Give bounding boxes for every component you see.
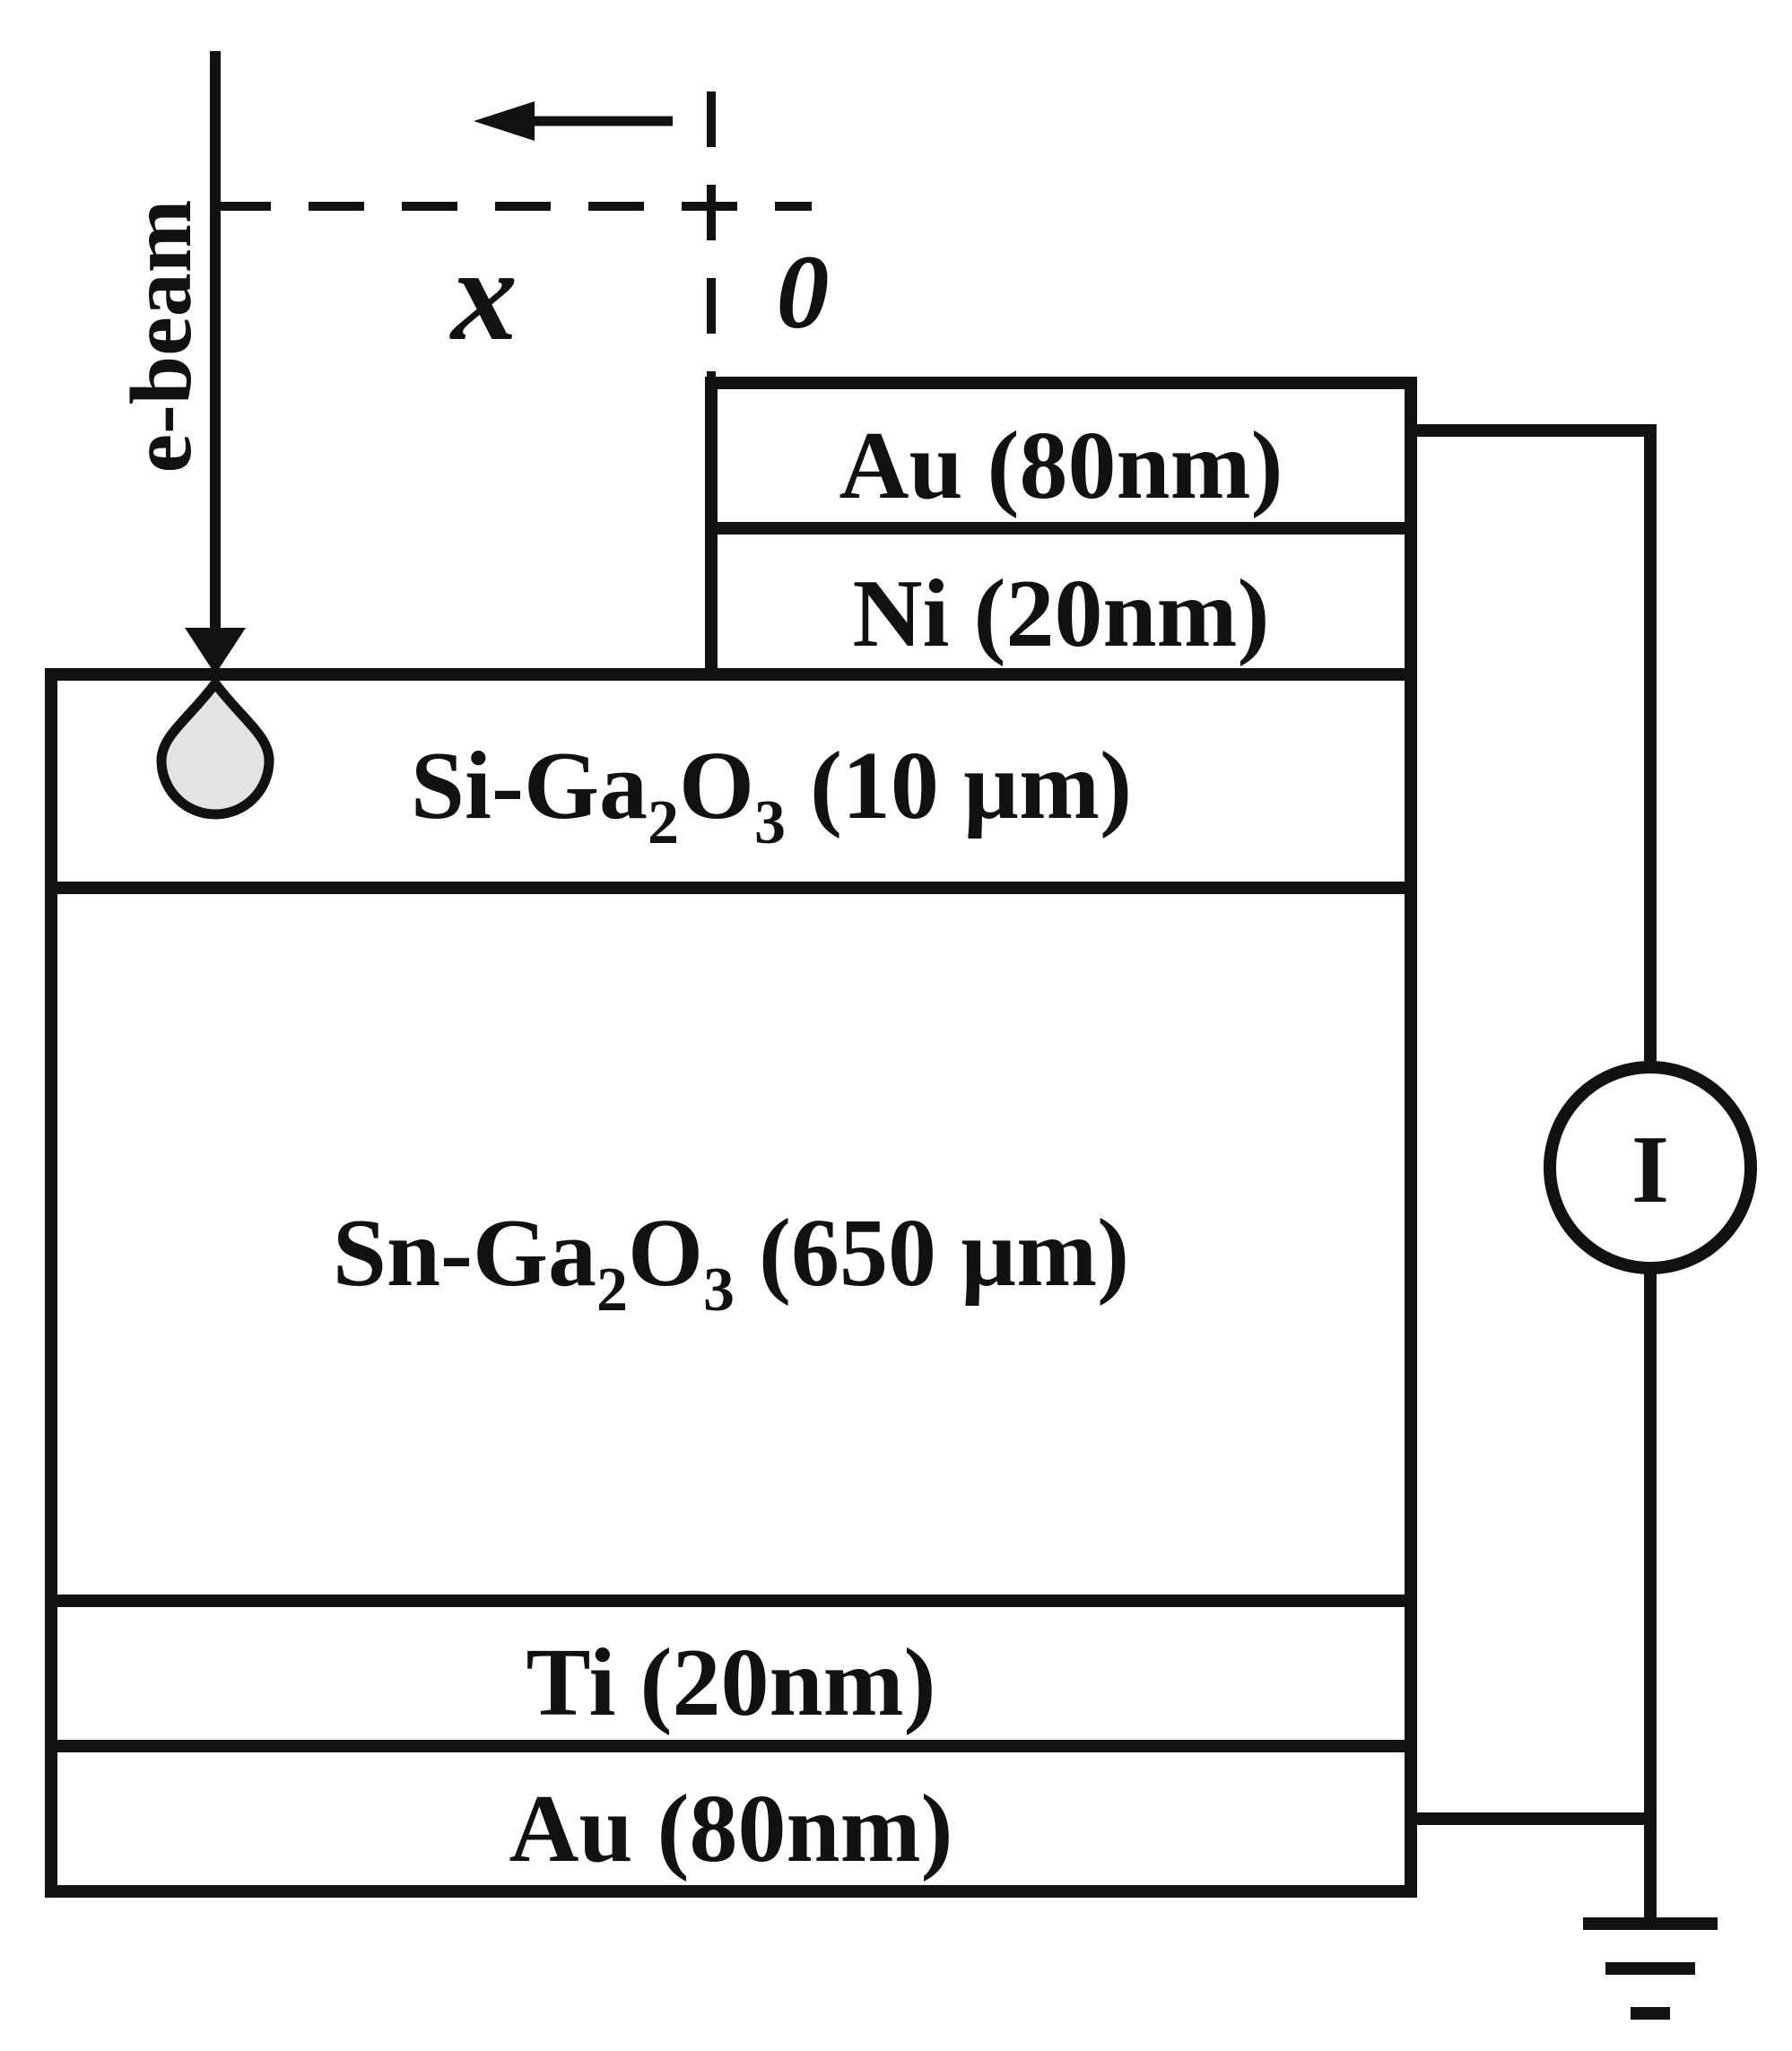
circuit-wire	[1411, 424, 1657, 1924]
bottom-au-label: Au (80nm)	[509, 1776, 953, 1882]
sn-ga2o3-sub-ga: 2	[596, 1256, 628, 1325]
si-ga2o3-sub-ga: 2	[648, 788, 679, 857]
e-beam-arrow	[185, 51, 246, 674]
si-ga2o3-sub-o: 3	[754, 788, 786, 857]
e-beam-label: e-beam	[113, 200, 210, 474]
si-ga2o3-label: Si-Ga2O3 (10 µm)	[411, 733, 1132, 857]
bottom-ti-label: Ti (20nm)	[526, 1630, 935, 1736]
ground-icon	[1583, 1917, 1718, 2020]
x-axis-variable: x	[449, 222, 518, 369]
ammeter-icon	[1544, 1061, 1757, 1274]
ammeter-label: I	[1631, 1117, 1669, 1223]
si-ga2o3-suffix: (10 µm)	[786, 733, 1132, 839]
sn-ga2o3-label: Sn-Ga2O3 (650 µm)	[333, 1200, 1129, 1325]
origin-label: 0	[777, 233, 830, 351]
sn-ga2o3-prefix: Sn-Ga	[333, 1200, 596, 1307]
sn-ga2o3-suffix: (650 µm)	[735, 1200, 1129, 1307]
si-ga2o3-prefix: Si-Ga	[411, 733, 648, 839]
sn-ga2o3-mid: O	[628, 1200, 703, 1307]
sn-ga2o3-sub-o: 3	[703, 1256, 735, 1325]
top-ni-label: Ni (20nm)	[853, 561, 1270, 667]
si-ga2o3-mid: O	[679, 733, 754, 839]
sn-ga2o3-layer	[45, 882, 1417, 1607]
top-au-label: Au (80nm)	[839, 413, 1283, 519]
direction-arrow	[474, 101, 673, 141]
generation-volume-icon	[156, 674, 274, 820]
